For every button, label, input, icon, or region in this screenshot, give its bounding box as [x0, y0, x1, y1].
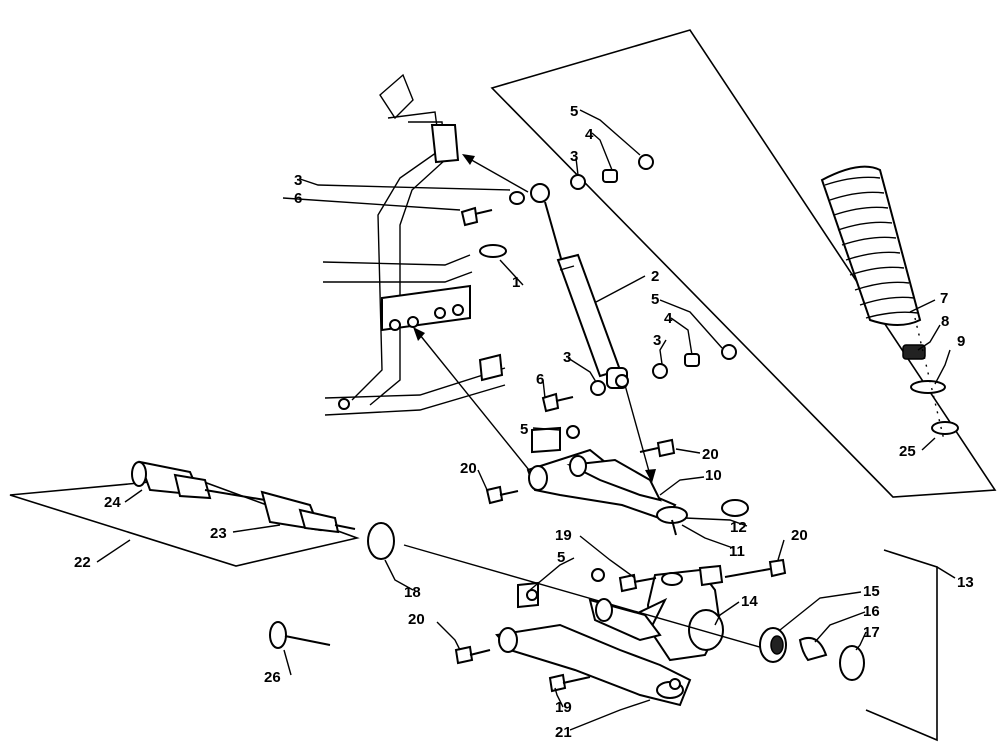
callout-3-a: 3: [294, 172, 302, 189]
lower-a-arm: [454, 568, 692, 707]
upper-a-arm: [485, 425, 749, 536]
callout-11: 11: [729, 543, 745, 560]
bracket-13: [865, 549, 938, 742]
axle-group-box: [9, 477, 360, 567]
callout-20-d: 20: [408, 611, 425, 628]
bracket-13-tick: [936, 566, 956, 579]
callout-24: 24: [104, 494, 121, 511]
callout-5-d: 5: [557, 549, 565, 566]
callout-2: 2: [651, 268, 659, 285]
steering-knuckle: [618, 558, 787, 662]
callout-3-b: 3: [570, 148, 578, 165]
callout-23: 23: [210, 525, 227, 542]
callout-15: 15: [863, 583, 880, 600]
callout-6-b: 6: [536, 371, 544, 388]
callout-6-a: 6: [294, 190, 302, 207]
chassis-frame: [322, 73, 506, 416]
callout-12: 12: [730, 519, 747, 536]
callout-20-a: 20: [702, 446, 719, 463]
drive-axle: [131, 460, 395, 649]
callout-4-a: 4: [585, 126, 594, 143]
callout-4-b: 4: [664, 310, 673, 327]
callout-9: 9: [957, 333, 965, 350]
callout-5-a: 5: [570, 103, 578, 120]
callout-25: 25: [899, 443, 916, 460]
callout-19-b: 19: [555, 699, 572, 716]
callout-19-a: 19: [555, 527, 572, 544]
coil-spring: [820, 165, 922, 326]
shock-absorber: [530, 183, 629, 389]
callout-16: 16: [863, 603, 880, 620]
callout-5-c: 5: [520, 421, 528, 438]
callout-14: 14: [741, 593, 758, 610]
callout-10: 10: [705, 467, 722, 484]
leader-lines: [96, 109, 951, 731]
callout-3-c: 3: [563, 349, 571, 366]
callout-21: 21: [555, 724, 572, 741]
mount-arrows: [413, 154, 656, 483]
shock-group-box: [490, 29, 997, 498]
callout-8: 8: [941, 313, 949, 330]
callout-20-c: 20: [791, 527, 808, 544]
lower-mount-hardware: [541, 344, 737, 413]
callout-5-b: 5: [651, 291, 659, 308]
callout-7: 7: [940, 290, 948, 307]
callout-26: 26: [264, 669, 281, 686]
spring-retainers: [902, 344, 959, 435]
callout-13: 13: [957, 574, 974, 591]
callout-18: 18: [404, 584, 421, 601]
callout-17: 17: [863, 624, 880, 641]
callout-20-b: 20: [460, 460, 477, 477]
callout-1: 1: [512, 274, 520, 291]
callouts: 1 2 3 3 3 3 4 4 5 5 5 5 6 6 7 8 9 10 11 …: [74, 103, 974, 741]
upper-mount-hardware: [460, 154, 654, 258]
callout-22: 22: [74, 554, 91, 571]
hub-bearing: [403, 544, 865, 681]
callout-3-d: 3: [653, 332, 661, 349]
